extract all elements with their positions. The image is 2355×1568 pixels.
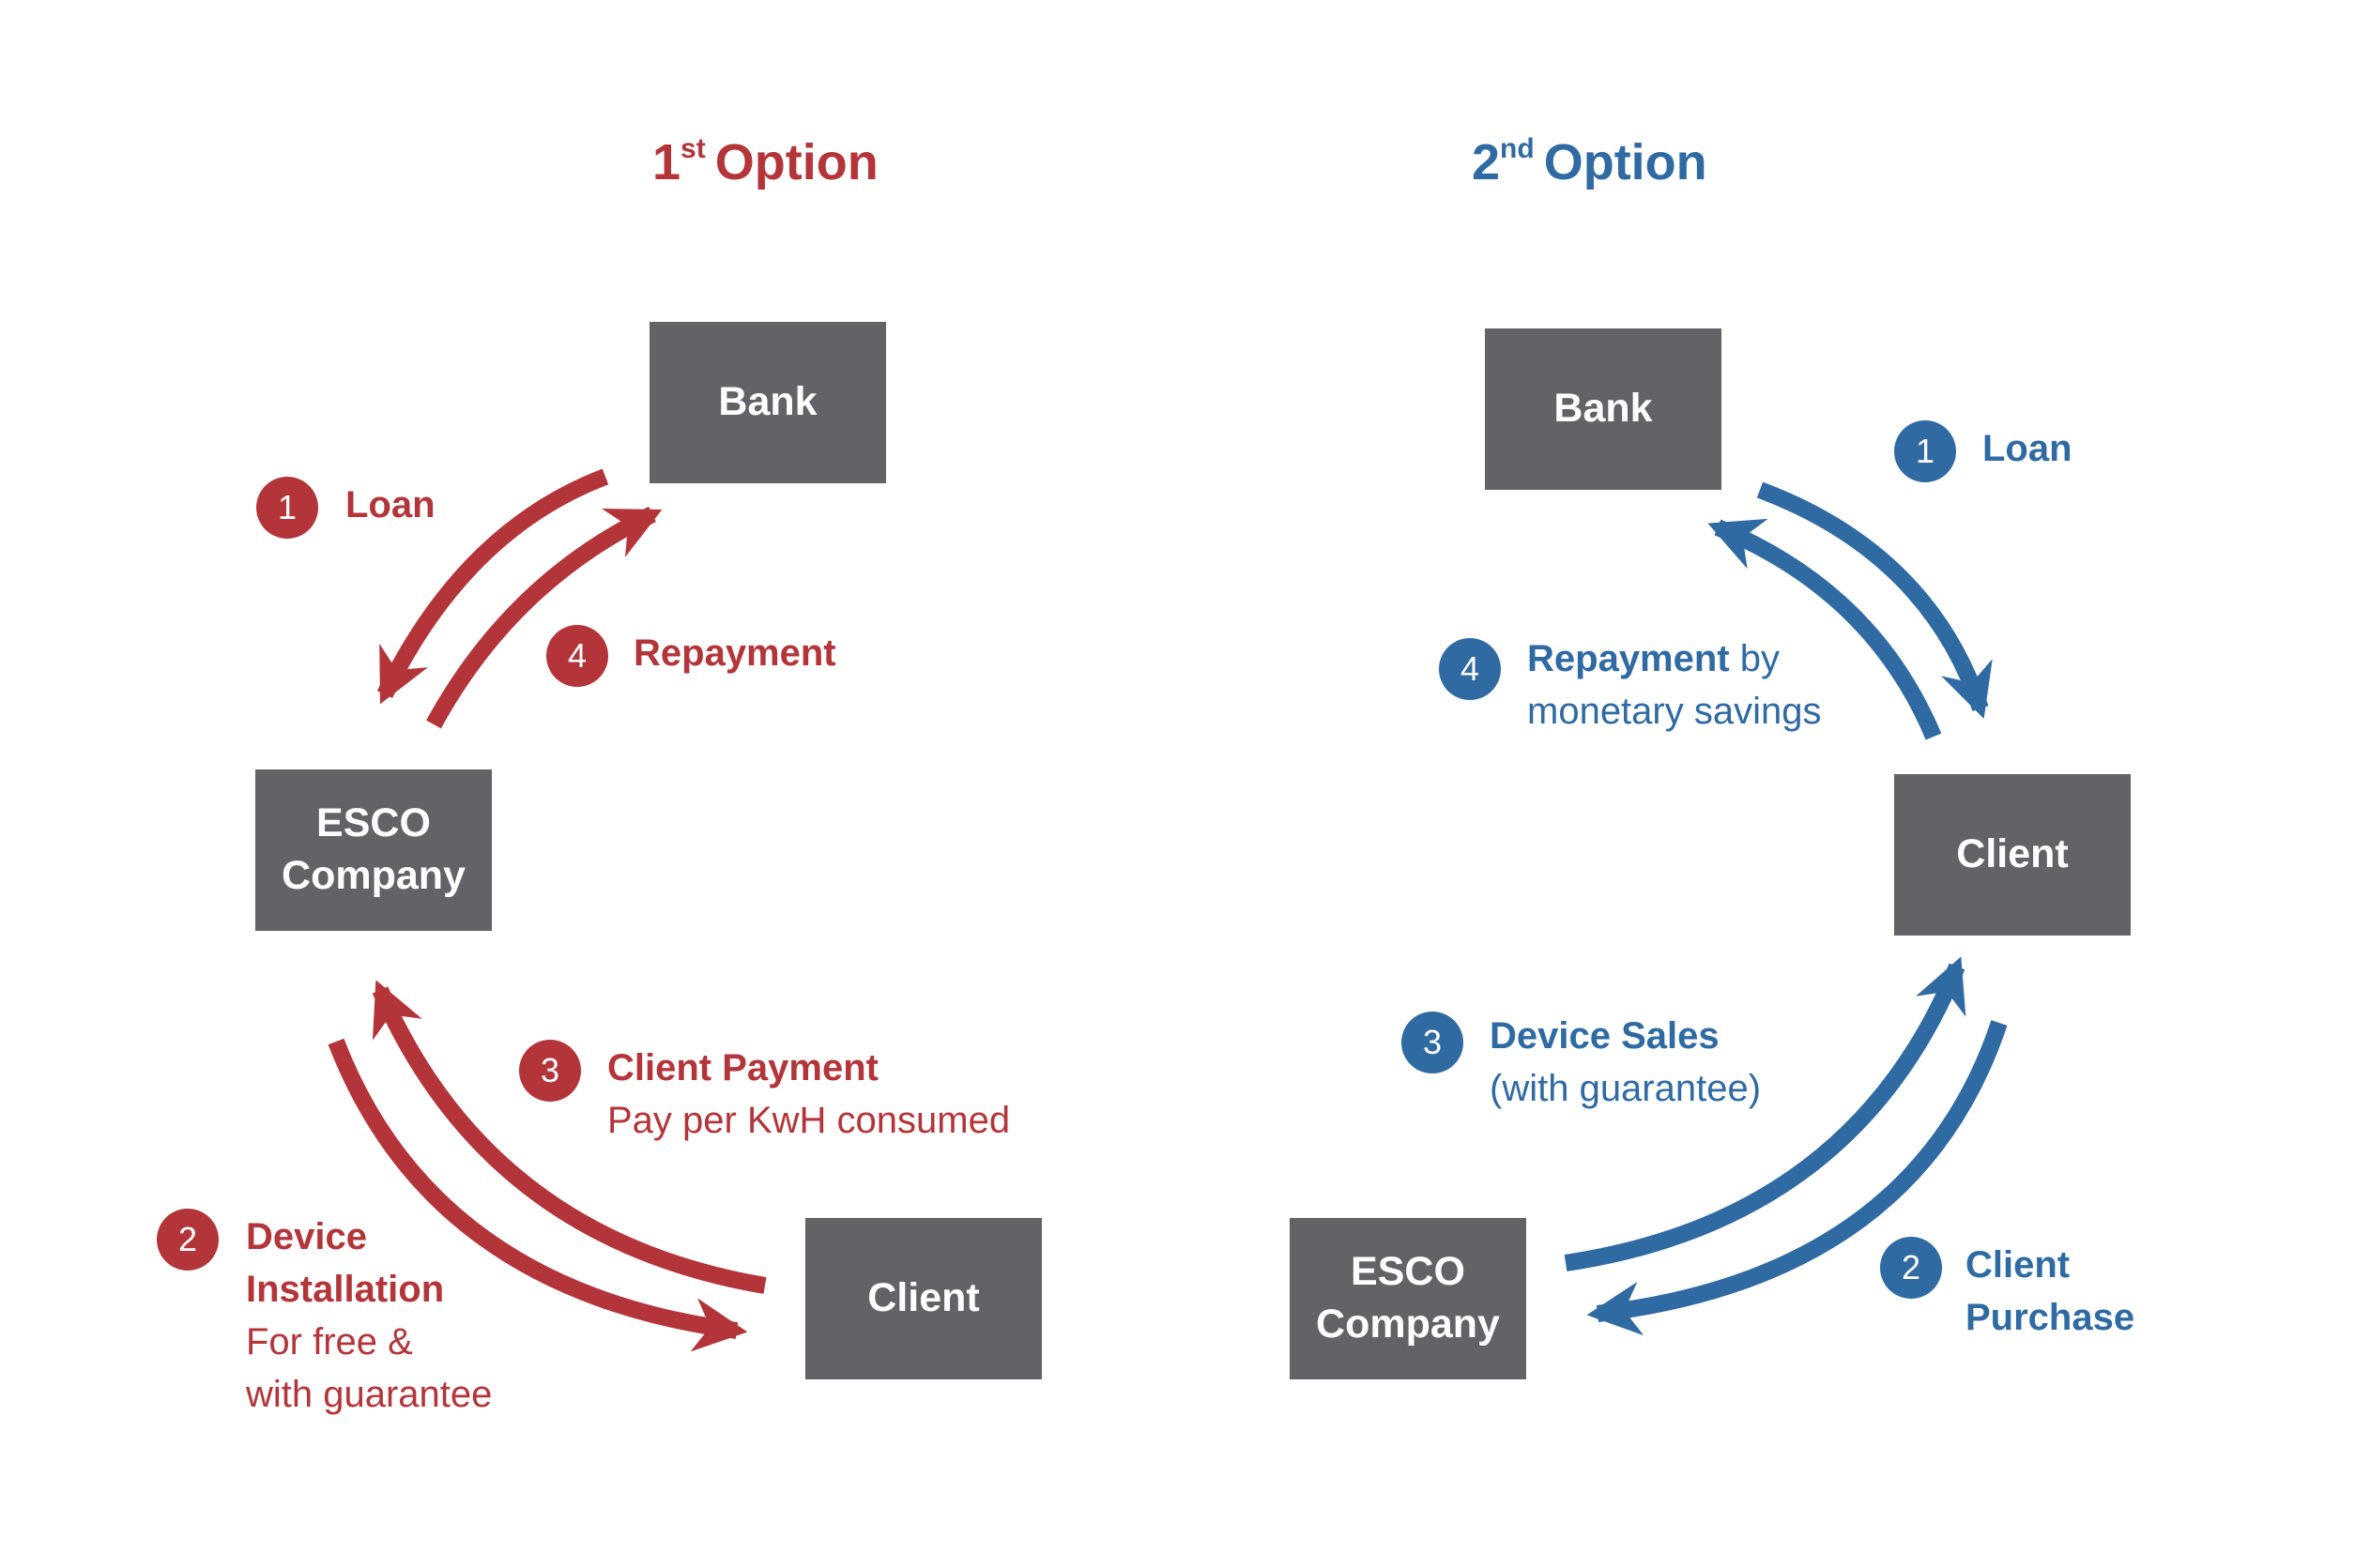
option1-step4-label: Repayment — [634, 627, 836, 679]
option2-esco-label: ESCO Company — [1316, 1249, 1500, 1347]
option1-step3-title: Client Payment — [607, 1047, 879, 1088]
option2-bank-node: Bank — [1485, 328, 1721, 490]
option1-step4-title: Repayment — [634, 632, 836, 674]
option2-step4-title-suffix: by — [1729, 638, 1780, 679]
arrow-repayment-client-to-bank — [1707, 518, 1942, 740]
option1-title-word: Option — [714, 134, 879, 190]
arrow-loan-bank-to-esco — [376, 468, 609, 705]
option1-bank-label: Bank — [718, 379, 818, 425]
option2-title-number: 2 — [1472, 134, 1501, 190]
arrow-client-purchase-client-to-esco — [1586, 1020, 2008, 1336]
option1-step2-label: Device Installation For free & with guar… — [246, 1210, 492, 1421]
option2-step1-title: Loan — [1982, 428, 2072, 469]
option1-step2-title-line1: Device — [246, 1216, 367, 1257]
option1-step1-badge: 1 — [256, 477, 318, 539]
option1-step3-description: Pay per KwH consumed — [607, 1100, 1011, 1141]
option1-client-label: Client — [867, 1275, 980, 1321]
option1-client-node: Client — [805, 1218, 1042, 1379]
option2-step4-badge: 4 — [1439, 638, 1501, 700]
option1-title: 1st Option — [652, 133, 879, 191]
option2-step2-badge: 2 — [1880, 1237, 1942, 1299]
option2-bank-label: Bank — [1553, 386, 1653, 432]
option2-step1-badge: 1 — [1894, 420, 1956, 482]
option2-step2-title-line1: Client — [1965, 1244, 2071, 1286]
option1-title-number: 1 — [652, 134, 681, 190]
option1-step3-label: Client Payment Pay per KwH consumed — [607, 1042, 1010, 1147]
option2-step3-title: Device Sales — [1490, 1015, 1720, 1057]
option1-step2-title-line2: Installation — [246, 1269, 445, 1310]
arrow-device-sales-esco-to-client — [1564, 956, 1966, 1271]
option2-step4-description: monetary savings — [1527, 691, 1822, 732]
option2-step2-label: Client Purchase — [1965, 1239, 2134, 1344]
option1-step1-title: Loan — [345, 484, 436, 525]
option2-step3-badge: 3 — [1401, 1012, 1463, 1073]
arrow-client-payment-client-to-esco — [372, 980, 767, 1294]
option2-step4-title: Repayment — [1527, 638, 1730, 679]
option2-client-node: Client — [1894, 774, 2131, 936]
option2-esco-node: ESCO Company — [1290, 1218, 1526, 1379]
option2-client-label: Client — [1956, 831, 2069, 877]
option2-step4-label: Repayment by monetary savings — [1527, 632, 1821, 738]
option1-step3-badge: 3 — [519, 1040, 581, 1102]
option1-title-superscript: st — [681, 133, 706, 164]
option1-step1-label: Loan — [345, 479, 436, 531]
option2-title-word: Option — [1543, 134, 1707, 190]
option1-step2-description-line2: with guarantee — [246, 1374, 493, 1415]
arrow-loan-bank-to-client — [1756, 481, 1993, 719]
option1-esco-label: ESCO Company — [282, 800, 466, 898]
option2-step1-label: Loan — [1982, 422, 2072, 475]
option1-esco-node: ESCO Company — [255, 769, 492, 931]
option2-step2-title-line2: Purchase — [1965, 1297, 2135, 1338]
arrow-repayment-esco-to-bank — [426, 506, 663, 729]
option1-step2-description-line1: For free & — [246, 1321, 413, 1362]
option2-title: 2nd Option — [1472, 133, 1707, 191]
option1-step4-badge: 4 — [546, 625, 608, 687]
arrow-device-installation-esco-to-client — [328, 1038, 748, 1352]
option1-bank-node: Bank — [650, 322, 886, 483]
option2-title-superscript: nd — [1500, 133, 1535, 164]
option2-step3-label: Device Sales (with guarantee) — [1490, 1010, 1761, 1115]
option2-step3-description: (with guarantee) — [1490, 1068, 1762, 1109]
option1-step2-badge: 2 — [157, 1209, 219, 1271]
